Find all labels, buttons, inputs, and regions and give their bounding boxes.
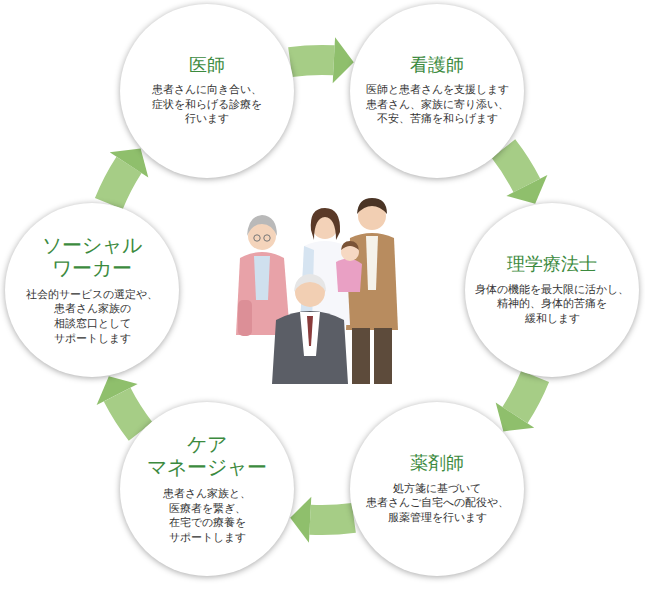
- circle-content: ケア マネージャー患者さん家族と、 医療者を繋ぎ、 在宅での療養を サポートしま…: [119, 401, 295, 577]
- circle-content: 看護師医師と患者さんを支援します 患者さん、家族に寄り添い、 不安、苦痛を和らげ…: [349, 3, 525, 179]
- cycle-arrow: [290, 37, 354, 83]
- role-description: 患者さん家族と、 医療者を繋ぎ、 在宅での療養を サポートします: [147, 487, 267, 545]
- role-description: 身体の機能を最大限に活かし、 精神的、身体的苦痛を 緩和します: [473, 283, 631, 327]
- role-title: ケア マネージャー: [147, 433, 267, 479]
- grandfather: [272, 274, 348, 384]
- circle-content: 理学療法士身体の機能を最大限に活かし、 精神的、身体的苦痛を 緩和します: [464, 202, 640, 378]
- role-description: 処方箋に基づいて 患者さんご自宅への配役や、 服薬管理を行います: [362, 482, 512, 526]
- role-title: 薬剤師: [383, 453, 491, 474]
- cycle-arrow: [496, 376, 535, 431]
- role-title: 医師: [153, 55, 261, 76]
- role-circle: 看護師医師と患者さんを支援します 患者さん、家族に寄り添い、 不安、苦痛を和らげ…: [349, 3, 525, 179]
- cycle-arrow: [109, 149, 148, 204]
- role-title: 看護師: [383, 55, 491, 76]
- role-title: 理学療法士: [498, 254, 606, 275]
- role-description: 医師と患者さんを支援します 患者さん、家族に寄り添い、 不安、苦痛を和らげます: [362, 83, 512, 127]
- role-title: ソーシャル ワーカー: [32, 234, 152, 280]
- circle-content: ソーシャル ワーカー社会的サービスの選定や、 患者さん家族の 相談窓口として サ…: [4, 202, 180, 378]
- role-description: 社会的サービスの選定や、 患者さん家族の 相談窓口として サポートします: [22, 288, 162, 346]
- role-description: 患者さんに向き合い、 症状を和らげる診療を 行います: [142, 83, 272, 127]
- cycle-arrow: [503, 149, 547, 204]
- circle-content: 薬剤師処方箋に基づいて 患者さんご自宅への配役や、 服薬管理を行います: [349, 401, 525, 577]
- role-circle: ケア マネージャー患者さん家族と、 医療者を繋ぎ、 在宅での療養を サポートしま…: [119, 401, 295, 577]
- baby: [336, 241, 362, 292]
- cycle-arrow: [290, 497, 354, 543]
- role-circle: 理学療法士身体の機能を最大限に活かし、 精神的、身体的苦痛を 緩和します: [464, 202, 640, 378]
- role-circle: ソーシャル ワーカー社会的サービスの選定や、 患者さん家族の 相談窓口として サ…: [4, 202, 180, 378]
- role-circle: 医師患者さんに向き合い、 症状を和らげる診療を 行います: [119, 3, 295, 179]
- circle-content: 医師患者さんに向き合い、 症状を和らげる診療を 行います: [119, 3, 295, 179]
- cycle-arrow: [97, 376, 141, 431]
- role-circle: 薬剤師処方箋に基づいて 患者さんご自宅への配役や、 服薬管理を行います: [349, 401, 525, 577]
